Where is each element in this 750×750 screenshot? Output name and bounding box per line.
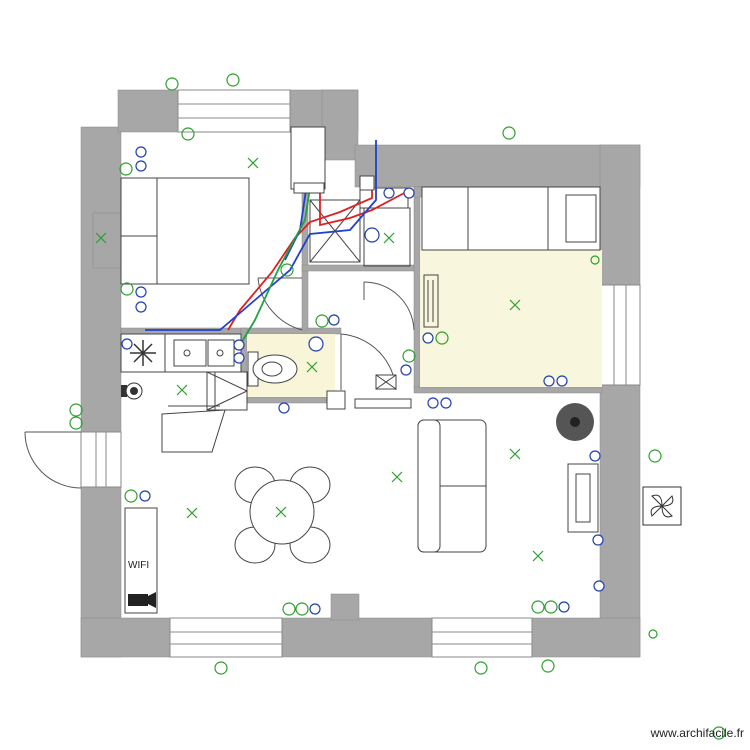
- interior-walls: [120, 186, 603, 404]
- wardrobe: [290, 126, 326, 190]
- entry-door: [24, 431, 82, 489]
- camera-icon: [128, 592, 156, 608]
- snowflake-icon: [130, 340, 156, 366]
- speaker-icon: [121, 382, 143, 400]
- fan-icon: [642, 486, 682, 526]
- toilet: [247, 351, 298, 387]
- outlet-blocks: [293, 175, 375, 194]
- bed-single: [421, 186, 601, 251]
- dining-table: [234, 466, 331, 564]
- exterior-light-markers: [69, 73, 726, 740]
- outlet-markers: [121, 146, 605, 615]
- hood: [206, 371, 248, 411]
- watermark: www.archifacile.fr: [650, 726, 744, 740]
- kitchen-island: [161, 405, 226, 453]
- wiring: [145, 140, 411, 346]
- shower: [309, 187, 411, 267]
- bedroom-2-room: [420, 250, 602, 387]
- light-points: [95, 157, 544, 562]
- windows: [80, 89, 641, 658]
- bed-double: [120, 177, 250, 285]
- wall-light-marks: [590, 255, 658, 639]
- wifi-label: WIFI: [128, 560, 150, 571]
- plant-icon: [556, 403, 594, 441]
- sofa: [417, 419, 487, 553]
- radiator-bedroom-2: [423, 274, 439, 328]
- small-appliances: [326, 374, 412, 410]
- tv-cabinet: [124, 463, 599, 614]
